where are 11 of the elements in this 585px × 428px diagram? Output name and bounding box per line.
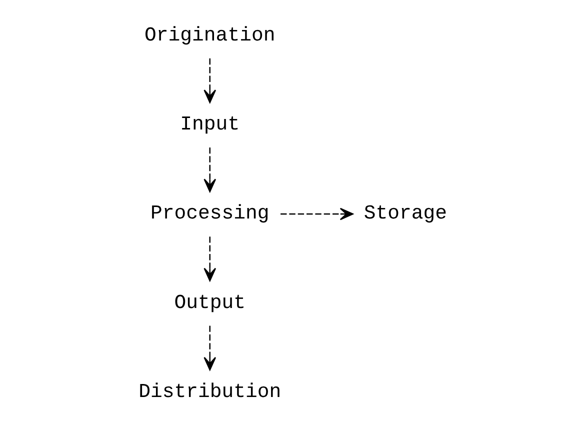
node-text: Storage: [364, 202, 448, 225]
arrow: [204, 326, 216, 370]
arrow: [280, 208, 354, 220]
arrow: [204, 58, 216, 104]
node-text: Origination: [144, 24, 276, 46]
node-text: Distribution: [138, 380, 282, 403]
node-text: Processing: [150, 202, 270, 225]
node-text: Input: [180, 114, 240, 136]
node-text: Output: [174, 292, 246, 314]
arrow: [204, 148, 216, 192]
arrow: [204, 236, 216, 282]
